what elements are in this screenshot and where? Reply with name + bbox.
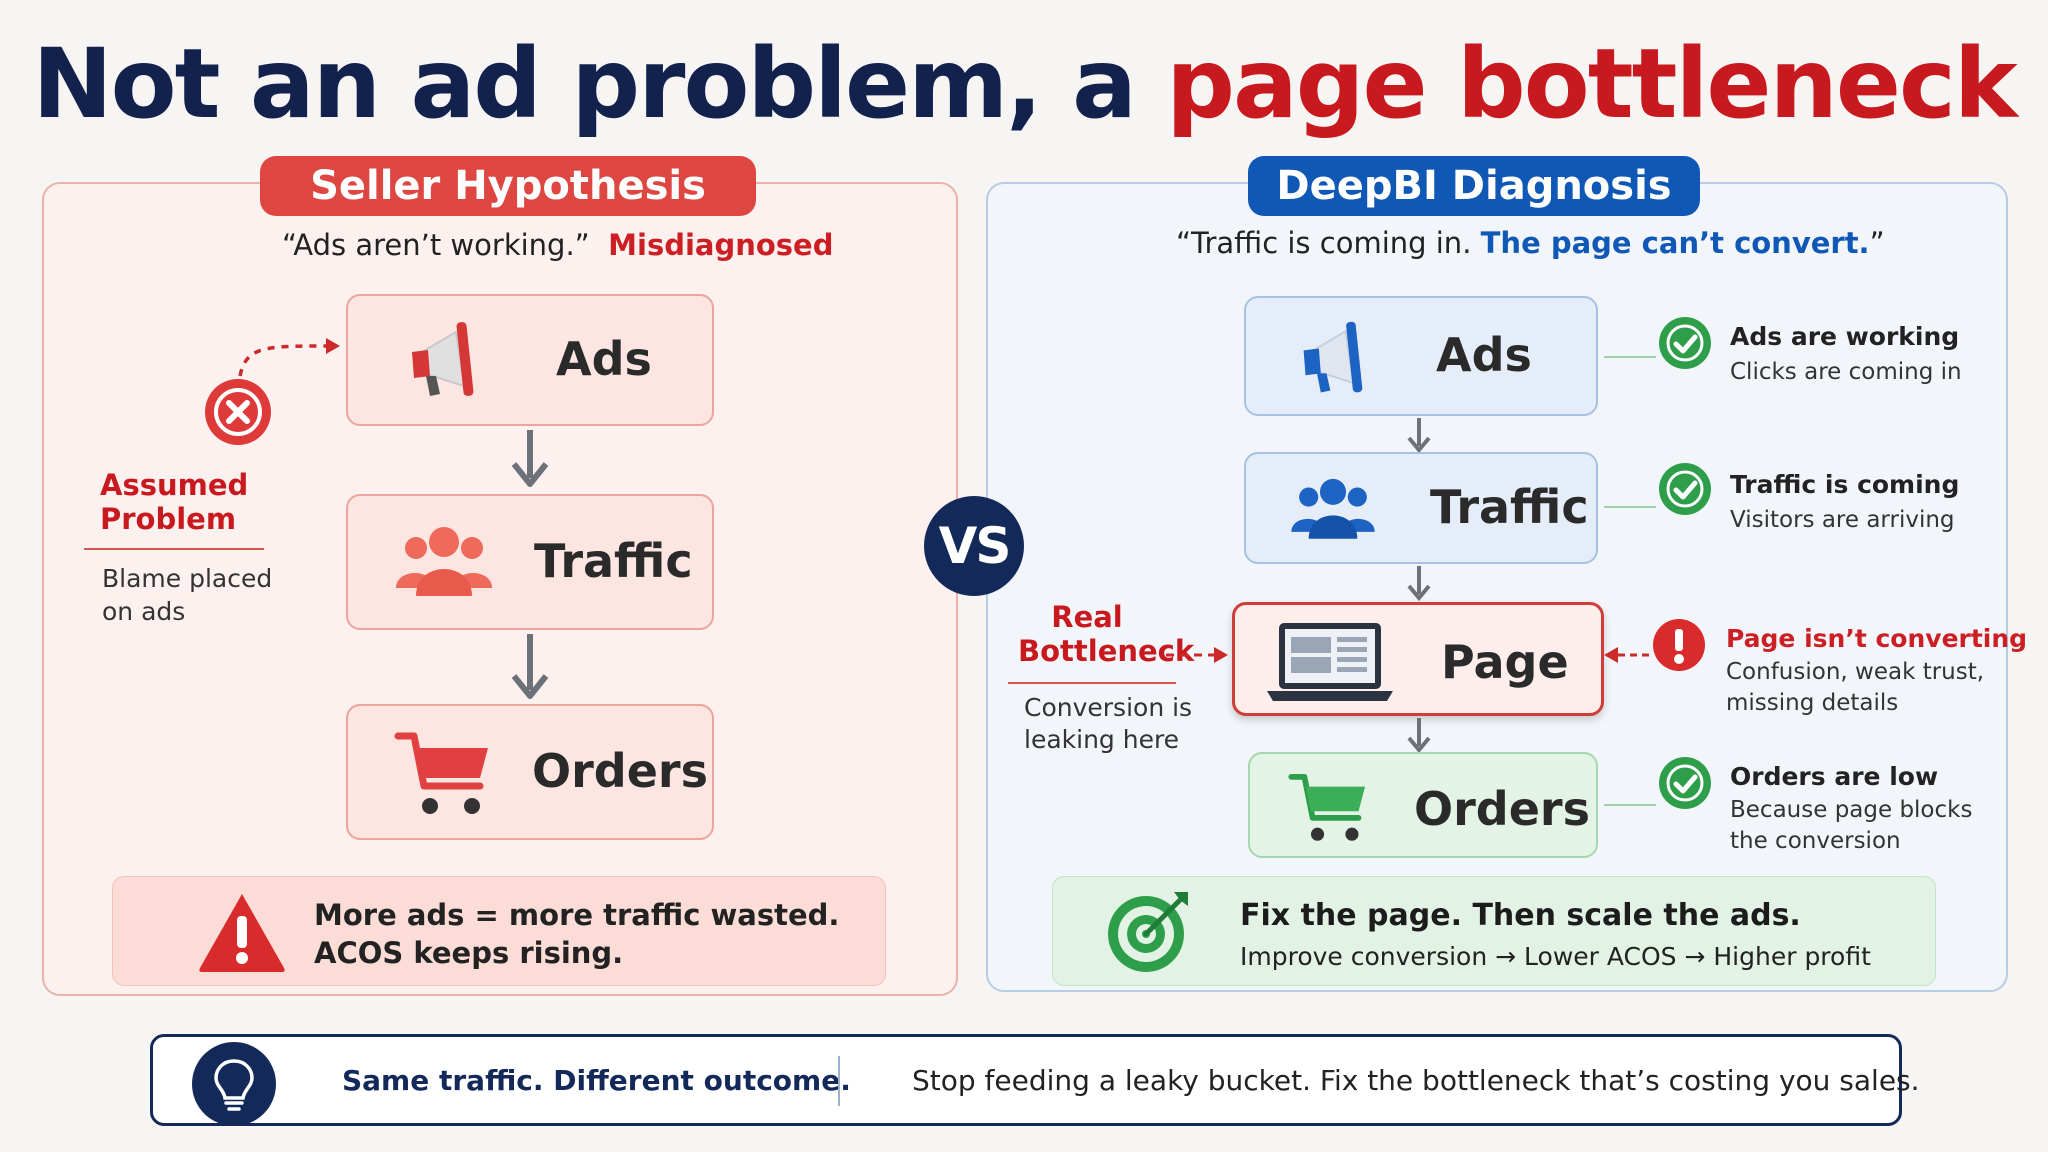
- arrow-down-icon: [1407, 566, 1431, 602]
- warning-icon: [199, 894, 285, 972]
- leak-line1: Conversion is: [1024, 693, 1193, 722]
- right-orders-label: Orders: [1414, 782, 1590, 836]
- status-traffic-sub: Visitors are arriving: [1730, 507, 1955, 533]
- title-highlight: page bottleneck: [1166, 28, 2017, 140]
- misdiagnosed-tag: Misdiagnosed: [608, 228, 834, 262]
- real-bottleneck-label: Real Bottleneck: [1018, 600, 1195, 668]
- laptop-icon: [1267, 623, 1393, 701]
- status-orders-title: Orders are low: [1730, 762, 1939, 791]
- fix-subtitle: Improve conversion → Lower ACOS → Higher…: [1240, 942, 1871, 971]
- divider: [84, 548, 264, 550]
- status-orders-sub1: Because page blocks: [1730, 797, 1973, 823]
- status-ads-title: Ads are working: [1730, 322, 1960, 351]
- warning-line2: ACOS keeps rising.: [314, 936, 624, 970]
- check-icon: [1659, 317, 1711, 369]
- arrow-down-icon: [511, 430, 549, 487]
- right-ads-box: Ads: [1244, 296, 1598, 416]
- target-icon: [1108, 892, 1188, 972]
- deepbi-quote: “Traffic is coming in. The page can’t co…: [1176, 226, 1885, 260]
- left-ads-label: Ads: [556, 332, 652, 386]
- status-ads-sub: Clicks are coming in: [1730, 359, 1962, 385]
- deepbi-quote-end: ”: [1869, 226, 1885, 260]
- blame-line1: Blame placed: [102, 564, 273, 593]
- status-orders: Orders are low Because page blocks the c…: [1730, 762, 1972, 857]
- check-icon: [1659, 463, 1711, 515]
- fix-box: [1052, 876, 1936, 986]
- megaphone-icon: [412, 322, 474, 396]
- left-ads-box: Ads: [346, 294, 714, 426]
- bottom-divider: [838, 1056, 840, 1106]
- fix-title: Fix the page. Then scale the ads.: [1240, 898, 1801, 933]
- divider: [1008, 682, 1176, 684]
- left-traffic-box: Traffic: [346, 494, 714, 630]
- warning-text: More ads = more traffic wasted. ACOS kee…: [314, 896, 839, 972]
- status-ads: Ads are working Clicks are coming in: [1730, 322, 1962, 388]
- arrow-down-icon: [1407, 718, 1431, 754]
- page-title: Not an ad problem, a page bottleneck: [0, 28, 2048, 140]
- x-circle-icon: [205, 379, 271, 445]
- seller-quote: “Ads aren’t working.” Misdiagnosed: [282, 228, 834, 262]
- title-main: Not an ad problem, a: [32, 28, 1167, 140]
- deepbi-diagnosis-header: DeepBI Diagnosis: [1248, 156, 1700, 216]
- right-page-box: Page: [1232, 602, 1604, 716]
- assumed-line2: Problem: [100, 502, 237, 536]
- status-page: Page isn’t converting Confusion, weak tr…: [1726, 624, 2027, 719]
- bottom-headline: Same traffic. Different outcome.: [342, 1064, 851, 1097]
- real-line2: Bottleneck: [1018, 634, 1195, 668]
- right-orders-box: Orders: [1248, 752, 1598, 858]
- deepbi-quote-start: “Traffic is coming in.: [1176, 226, 1481, 260]
- status-traffic: Traffic is coming Visitors are arriving: [1730, 470, 1959, 536]
- people-icon: [396, 527, 492, 596]
- vs-badge: VS: [924, 496, 1024, 596]
- assumed-line1: Assumed: [100, 468, 249, 502]
- connector-line: [1604, 506, 1656, 508]
- left-orders-label: Orders: [532, 744, 708, 798]
- status-orders-sub2: the conversion: [1730, 828, 1901, 854]
- check-icon: [1659, 757, 1711, 809]
- status-page-title: Page isn’t converting: [1726, 624, 2028, 653]
- exclamation-icon: [1653, 619, 1705, 671]
- dashed-arrow-right-icon: [1166, 647, 1228, 663]
- arrow-down-icon: [511, 634, 549, 699]
- deepbi-quote-highlight: The page can’t convert.: [1480, 226, 1870, 260]
- right-page-label: Page: [1441, 635, 1569, 689]
- warning-line1: More ads = more traffic wasted.: [314, 898, 840, 932]
- megaphone-icon: [1303, 321, 1363, 393]
- seller-quote-text: “Ads aren’t working.”: [282, 228, 590, 262]
- connector-line: [1604, 356, 1656, 358]
- leak-text: Conversion is leaking here: [1024, 692, 1192, 756]
- connector-line: [1604, 804, 1656, 806]
- assumed-problem-label: Assumed Problem: [100, 468, 248, 536]
- leak-line2: leaking here: [1024, 725, 1180, 754]
- bottom-message: Stop feeding a leaky bucket. Fix the bot…: [912, 1064, 1920, 1097]
- status-page-sub1: Confusion, weak trust,: [1726, 659, 1985, 685]
- real-line1: Real: [1051, 600, 1123, 634]
- cart-icon: [394, 732, 488, 814]
- cart-icon: [1288, 773, 1366, 841]
- blame-line2: on ads: [102, 597, 186, 626]
- right-ads-label: Ads: [1436, 328, 1532, 382]
- left-orders-box: Orders: [346, 704, 714, 840]
- right-traffic-label: Traffic: [1430, 480, 1589, 534]
- status-page-sub2: missing details: [1726, 690, 1899, 716]
- lightbulb-icon: [214, 1059, 254, 1111]
- seller-hypothesis-header: Seller Hypothesis: [260, 156, 756, 216]
- bottom-banner: [150, 1034, 1902, 1126]
- dotted-arrow-icon: [238, 338, 340, 377]
- status-traffic-title: Traffic is coming: [1730, 470, 1960, 499]
- people-icon: [1291, 478, 1375, 539]
- arrow-down-icon: [1407, 418, 1431, 454]
- dashed-arrow-left-icon: [1604, 647, 1652, 663]
- left-traffic-label: Traffic: [534, 534, 693, 588]
- blame-text: Blame placed on ads: [102, 562, 272, 628]
- lightbulb-badge: [192, 1042, 276, 1126]
- right-traffic-box: Traffic: [1244, 452, 1598, 564]
